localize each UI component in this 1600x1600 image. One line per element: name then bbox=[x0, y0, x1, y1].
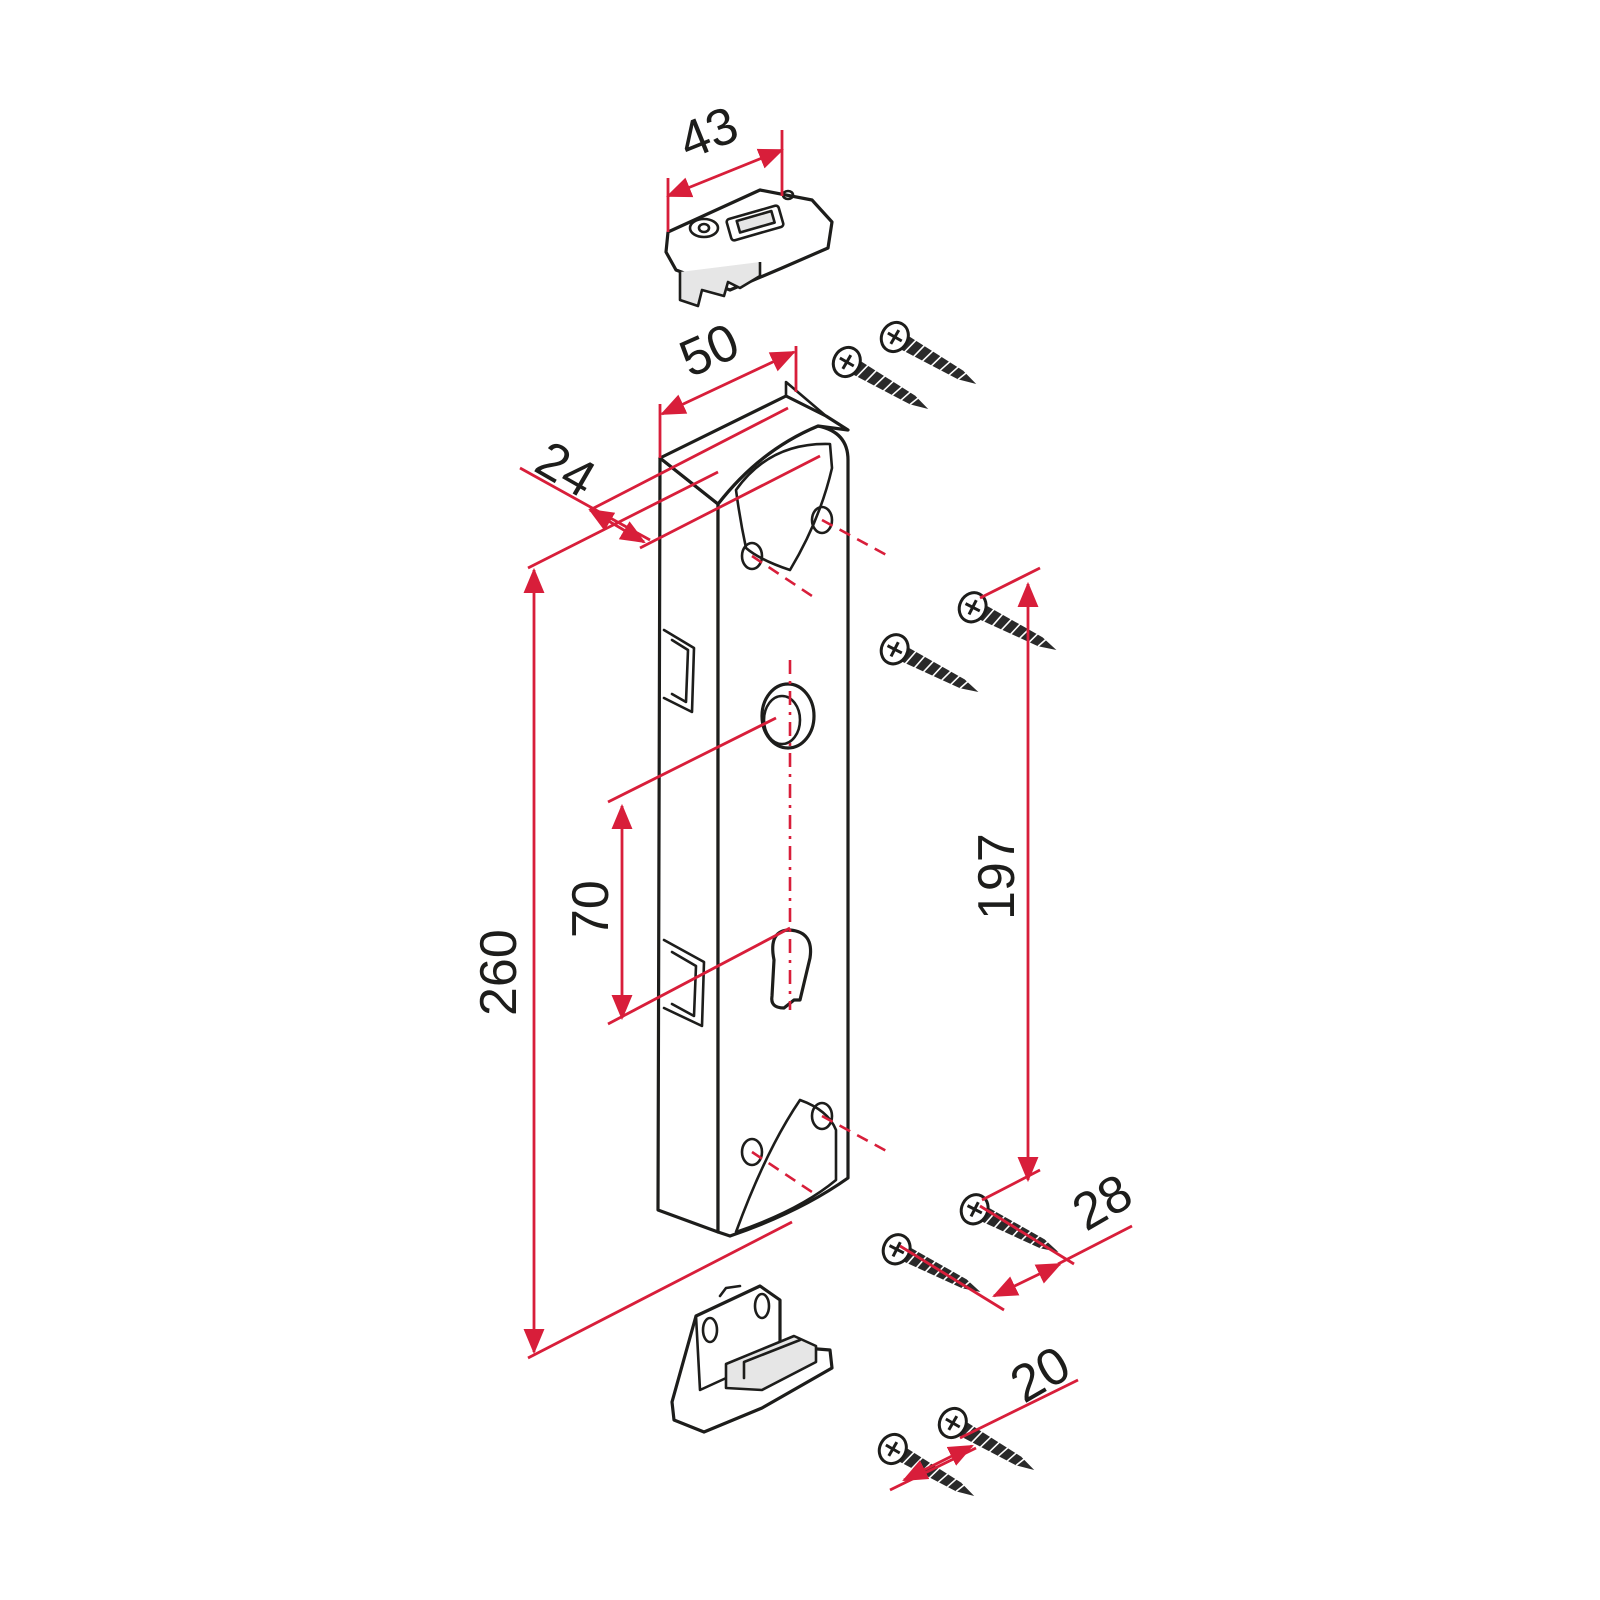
dimension-197-label: 197 bbox=[968, 833, 1026, 920]
screw-upper-left bbox=[874, 628, 987, 707]
dimension-197: 197 bbox=[968, 566, 1041, 1202]
screw-upper-right bbox=[952, 586, 1065, 665]
dimension-43-label: 43 bbox=[671, 96, 746, 171]
dimension-70-label: 70 bbox=[562, 880, 620, 938]
lock-plate bbox=[656, 380, 850, 1238]
dimension-50-label: 50 bbox=[671, 312, 747, 389]
screw-axis-lower-right bbox=[821, 1114, 893, 1156]
screw-axis-upper-right bbox=[821, 518, 893, 560]
top-end-cap bbox=[664, 188, 834, 308]
dimension-260-label: 260 bbox=[470, 929, 528, 1016]
screw-axis-lower-left bbox=[751, 1150, 819, 1198]
screw-axis-upper-left bbox=[751, 554, 819, 602]
screw-lower-right bbox=[954, 1188, 1067, 1267]
dimension-24-label: 24 bbox=[526, 430, 605, 509]
dimension-260: 260 bbox=[470, 470, 793, 1360]
dimension-70: 70 bbox=[562, 716, 791, 1026]
dimension-28-label: 28 bbox=[1063, 1163, 1142, 1242]
bottom-end-cap bbox=[670, 1284, 834, 1434]
dimension-20-label: 20 bbox=[1001, 1335, 1080, 1414]
screw-bottom-1 bbox=[932, 1402, 1044, 1485]
